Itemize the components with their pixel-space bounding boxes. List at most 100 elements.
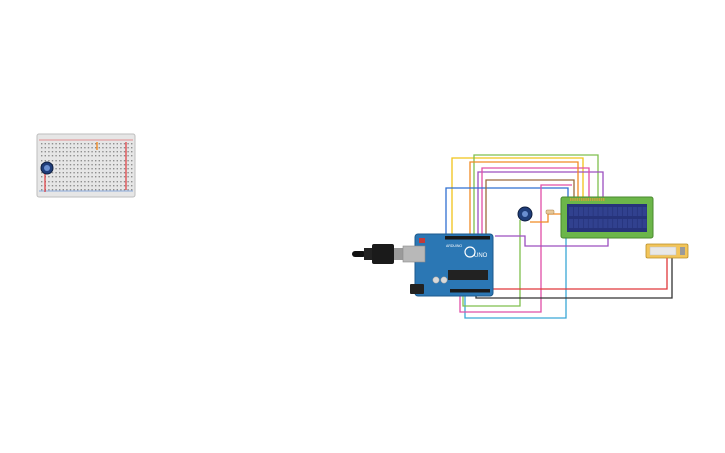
breadboard-hole[interactable] [41,160,43,162]
breadboard-hole[interactable] [123,143,126,145]
breadboard-hole[interactable] [116,176,118,178]
breadboard-hole[interactable] [87,151,90,153]
breadboard-hole[interactable] [51,147,54,149]
breadboard-hole[interactable] [102,155,104,157]
breadboard-hole[interactable] [123,172,126,174]
lcd-pin[interactable] [594,198,596,201]
breadboard-hole[interactable] [91,151,93,153]
breadboard-hole[interactable] [73,143,75,145]
resistor[interactable] [545,209,555,215]
breadboard-hole[interactable] [87,147,90,149]
breadboard-hole[interactable] [113,185,115,187]
breadboard-hole[interactable] [98,181,100,183]
breadboard-hole[interactable] [59,147,61,149]
breadboard-hole[interactable] [105,164,108,166]
breadboard-hole[interactable] [69,147,72,149]
breadboard-hole[interactable] [131,155,133,157]
breadboard-hole[interactable] [77,189,79,191]
breadboard-hole[interactable] [102,185,104,187]
lcd-pin[interactable] [589,198,592,201]
breadboard-hole[interactable] [41,155,43,157]
lcd-pin[interactable] [598,198,600,201]
breadboard-hole[interactable] [84,147,86,149]
breadboard-hole[interactable] [55,147,57,149]
breadboard-hole[interactable] [120,172,122,174]
breadboard-hole[interactable] [120,176,122,178]
breadboard-hole[interactable] [113,147,115,149]
breadboard-hole[interactable] [91,181,93,183]
lcd-pin[interactable] [572,198,574,201]
lcd-pin[interactable] [596,198,598,201]
breadboard-hole[interactable] [41,147,43,149]
breadboard-hole[interactable] [59,164,61,166]
potentiometer-icon[interactable] [40,161,54,175]
breadboard-hole[interactable] [55,185,57,187]
breadboard-hole[interactable] [113,143,115,145]
breadboard-hole[interactable] [98,176,100,178]
breadboard-hole[interactable] [48,143,50,145]
breadboard-hole[interactable] [48,155,50,157]
breadboard-hole[interactable] [131,172,133,174]
breadboard-hole[interactable] [59,143,61,145]
breadboard-hole[interactable] [127,185,129,187]
breadboard-hole[interactable] [59,168,61,170]
breadboard-hole[interactable] [113,176,115,178]
breadboard-hole[interactable] [102,160,104,162]
breadboard-hole[interactable] [59,185,61,187]
breadboard-hole[interactable] [109,189,111,191]
breadboard-hole[interactable] [51,160,54,162]
breadboard-hole[interactable] [62,172,64,174]
breadboard-hole[interactable] [59,176,61,178]
breadboard-hole[interactable] [69,151,72,153]
breadboard-hole[interactable] [41,172,43,174]
breadboard-hole[interactable] [55,189,57,191]
breadboard-hole[interactable] [51,172,54,174]
breadboard-hole[interactable] [109,160,111,162]
breadboard-hole[interactable] [113,172,115,174]
breadboard-hole[interactable] [123,176,126,178]
breadboard-hole[interactable] [48,176,50,178]
lcd-pin[interactable] [574,198,576,201]
breadboard-hole[interactable] [84,181,86,183]
breadboard-hole[interactable] [131,143,133,145]
breadboard-hole[interactable] [73,185,75,187]
breadboard-hole[interactable] [84,172,86,174]
breadboard-hole[interactable] [55,155,57,157]
breadboard-hole[interactable] [131,185,133,187]
breadboard-hole[interactable] [113,181,115,183]
breadboard-hole[interactable] [105,155,108,157]
breadboard-hole[interactable] [123,185,126,187]
breadboard-hole[interactable] [80,147,82,149]
breadboard-hole[interactable] [55,181,57,183]
breadboard-hole[interactable] [113,164,115,166]
breadboard-hole[interactable] [77,164,79,166]
breadboard-hole[interactable] [69,143,72,145]
breadboard-hole[interactable] [91,189,93,191]
breadboard-hole[interactable] [66,147,68,149]
breadboard-hole[interactable] [91,185,93,187]
breadboard-hole[interactable] [69,185,72,187]
breadboard-hole[interactable] [131,160,133,162]
breadboard-hole[interactable] [73,176,75,178]
breadboard-hole[interactable] [62,155,64,157]
breadboard-hole[interactable] [62,168,64,170]
breadboard-hole[interactable] [44,155,46,157]
breadboard-hole[interactable] [113,151,115,153]
breadboard-hole[interactable] [91,168,93,170]
breadboard-hole[interactable] [55,172,57,174]
breadboard-hole[interactable] [66,168,68,170]
breadboard-hole[interactable] [77,181,79,183]
breadboard-hole[interactable] [62,143,64,145]
breadboard-hole[interactable] [66,155,68,157]
breadboard-hole[interactable] [98,143,100,145]
lcd-pin[interactable] [600,198,603,201]
breadboard-hole[interactable] [69,168,72,170]
breadboard-hole[interactable] [131,168,133,170]
breadboard-hole[interactable] [116,151,118,153]
breadboard-hole[interactable] [48,151,50,153]
breadboard-hole[interactable] [102,164,104,166]
breadboard-hole[interactable] [102,189,104,191]
breadboard-hole[interactable] [127,168,129,170]
lcd-pin[interactable] [581,198,583,201]
breadboard-hole[interactable] [41,185,43,187]
